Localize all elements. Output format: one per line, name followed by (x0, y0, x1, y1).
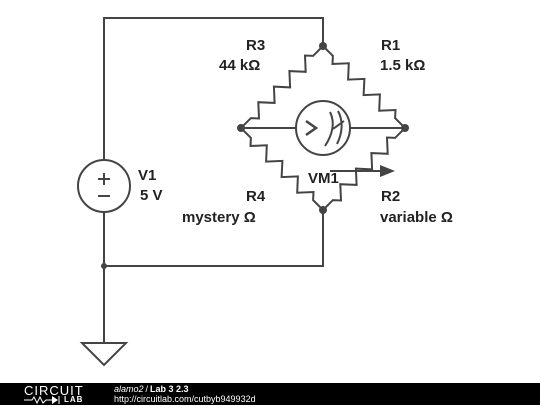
voltmeter-pointer (332, 120, 345, 130)
voltmeter-scale-arc-2 (336, 110, 343, 145)
logo-lab-text: LAB (64, 395, 84, 404)
logo-wire-icon (24, 395, 60, 404)
vm1-name-label: VM1 (308, 170, 339, 187)
resistor-r2 (322, 127, 406, 211)
variable-arrow-head (380, 165, 395, 177)
v1-value-label: 5 V (140, 187, 163, 204)
resistor-r1 (322, 45, 406, 129)
footer-bar: CIRCUIT LAB alamo2/Lab 3 2.3 http://circ… (0, 383, 540, 405)
logo-circuit-text: CIRCUIT (24, 383, 84, 398)
r4-name-label: R4 (246, 188, 266, 205)
r3-name-label: R3 (246, 37, 265, 54)
bottom-wire (104, 210, 324, 267)
author-link[interactable]: alamo2 (114, 384, 144, 394)
r2-name-label: R2 (381, 188, 400, 205)
schematic-canvas: R3 44 kΩ R1 1.5 kΩ R4 mystery Ω R2 varia… (77, 17, 453, 367)
path-separator: / (145, 384, 149, 394)
voltmeter-vm1 (295, 100, 351, 156)
circuit-url-link[interactable]: http://circuitlab.com/cutbyb949932d (114, 394, 256, 404)
ground-symbol (79, 342, 129, 367)
circuit-title[interactable]: Lab 3 2.3 (150, 384, 189, 394)
junction-left (237, 124, 245, 132)
junction-top (319, 42, 327, 50)
r4-value-label: mystery Ω (182, 209, 256, 226)
resistor-r4 (240, 127, 324, 211)
r2-value-label: variable Ω (380, 209, 453, 226)
v1-name-label: V1 (138, 167, 156, 184)
voltmeter-scale-arc (324, 111, 334, 147)
circuit-meta: alamo2/Lab 3 2.3 http://circuitlab.com/c… (114, 384, 256, 404)
r1-value-label: 1.5 kΩ (380, 57, 425, 74)
circuitlab-logo: CIRCUIT LAB (24, 383, 94, 404)
r3-value-label: 44 kΩ (219, 57, 260, 74)
junction-bottom (319, 206, 327, 214)
r1-name-label: R1 (381, 37, 400, 54)
top-wire (103, 17, 324, 160)
voltmeter-needle-glyph (305, 119, 319, 137)
junction-ground (101, 263, 107, 269)
voltage-source-v1 (77, 159, 131, 213)
resistor-r3 (240, 45, 324, 129)
junction-right (401, 124, 409, 132)
